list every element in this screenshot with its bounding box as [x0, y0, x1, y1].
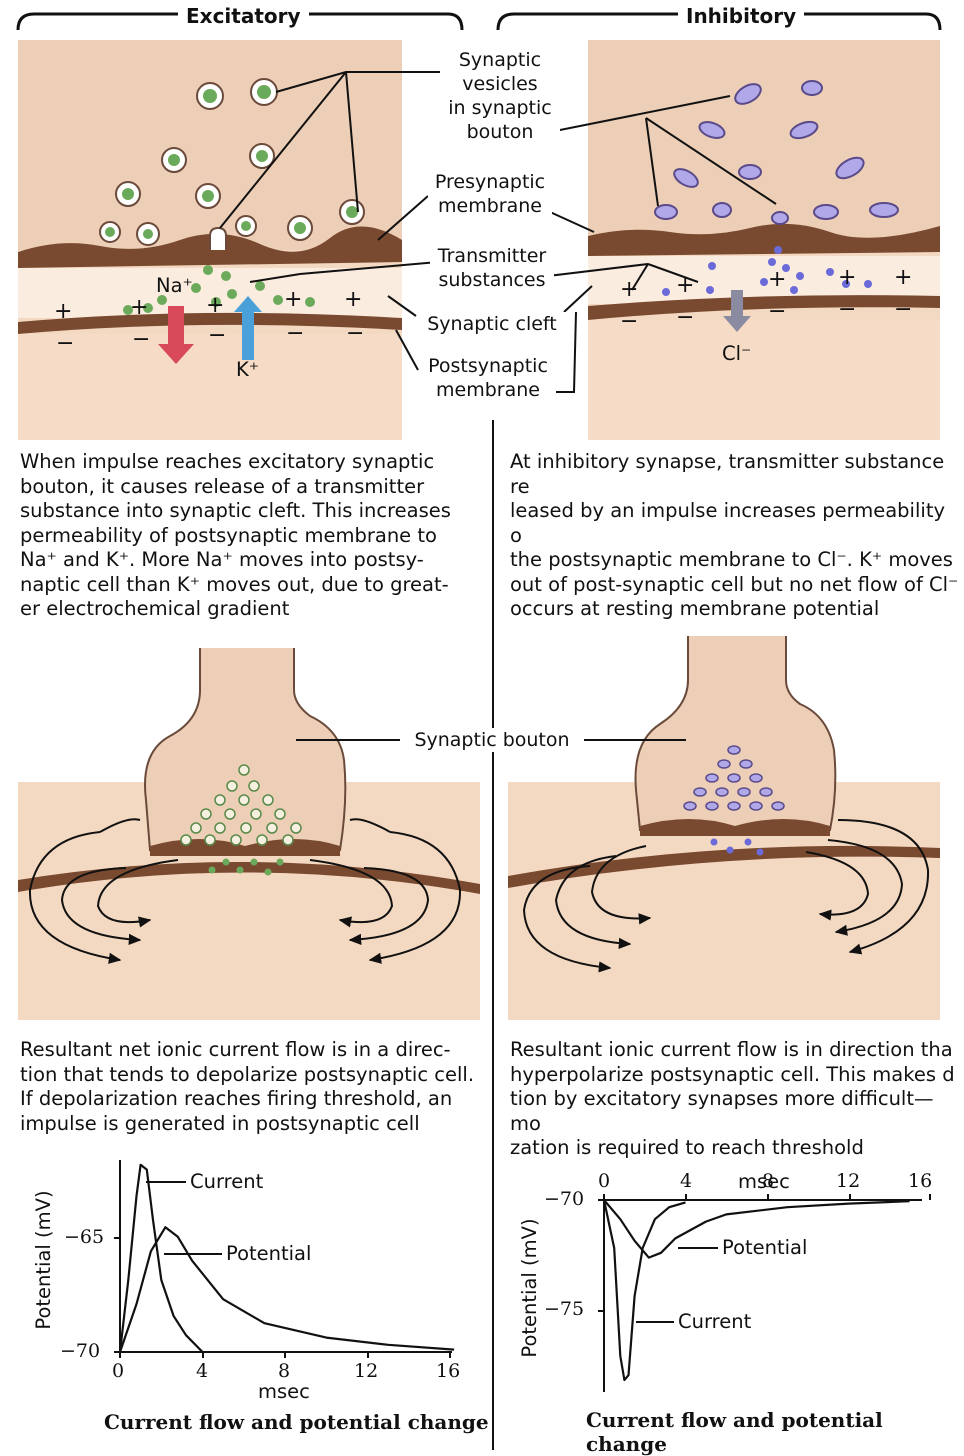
chart-a-ylabel: Potential (mV)	[32, 1170, 56, 1350]
svg-text:+: +	[768, 267, 786, 292]
chart-a-xtick: 16	[436, 1360, 460, 1382]
chart-b-title: Current flow and potential change	[586, 1408, 964, 1456]
chart-b-xtick: 12	[836, 1170, 860, 1192]
svg-text:−: −	[56, 331, 74, 356]
inhibitory-result-text: Resultant ionic current flow is in direc…	[510, 1038, 962, 1161]
svg-text:+: +	[54, 299, 72, 324]
chart-b-ylabel: Potential (mV)	[518, 1198, 542, 1378]
inhibitory-synapse-panel: +++++ −−−−−	[588, 40, 940, 440]
chart-series-inhibitory	[604, 1200, 910, 1380]
chart-a-ytick: −65	[64, 1226, 104, 1248]
chart-a-xlabel: msec	[258, 1380, 310, 1404]
svg-text:−: −	[208, 323, 226, 348]
svg-text:+: +	[344, 287, 362, 312]
svg-text:+: +	[838, 265, 856, 290]
chart-a-potential-label: Potential	[226, 1242, 311, 1266]
chart-b-current-label: Current	[678, 1310, 751, 1334]
postsynaptic-label: Postsynaptic membrane	[420, 354, 556, 402]
svg-text:−: −	[346, 321, 364, 346]
k-label: K⁺	[236, 358, 259, 382]
inhibitory-description: At inhibitory synapse, transmitter subst…	[510, 450, 962, 622]
svg-text:+: +	[206, 293, 224, 318]
chart-a-xtick: 4	[196, 1360, 208, 1382]
chart-b-xtick: 4	[680, 1170, 692, 1192]
chart-b-potential-label: Potential	[722, 1236, 807, 1260]
chart-a-xtick: 8	[278, 1360, 290, 1382]
excitatory-result-text: Resultant net ionic current flow is in a…	[20, 1038, 482, 1136]
transmitter-label: Transmitter substances	[430, 244, 554, 292]
svg-text:−: −	[286, 321, 304, 346]
svg-text:−: −	[894, 297, 912, 322]
cleft-label: Synaptic cleft	[418, 312, 566, 336]
chart-b-xtick: 8	[762, 1170, 774, 1192]
inhibitory-header: Inhibitory	[678, 4, 804, 28]
svg-text:−: −	[620, 309, 638, 334]
svg-text:+: +	[284, 287, 302, 312]
svg-text:−: −	[676, 305, 694, 330]
chart-a-title: Current flow and potential change	[104, 1410, 489, 1434]
bouton-label: Synaptic bouton	[400, 728, 584, 752]
svg-text:−: −	[838, 297, 856, 322]
svg-text:+: +	[894, 265, 912, 290]
svg-text:−: −	[768, 299, 786, 324]
chart-a-current-label: Current	[190, 1170, 263, 1194]
excitatory-synapse-panel: + + + + + − − − − −	[18, 40, 402, 440]
excitatory-current-panel	[18, 648, 480, 1020]
chart-a-xtick: 12	[354, 1360, 378, 1382]
chart-b-xtick: 16	[908, 1170, 932, 1192]
svg-text:+: +	[130, 295, 148, 320]
series-line-current	[604, 1200, 686, 1380]
excitatory-header: Excitatory	[178, 4, 309, 28]
svg-text:+: +	[620, 277, 638, 302]
vesicles-label: Synaptic vesicles in synaptic bouton	[440, 48, 560, 144]
svg-text:−: −	[132, 327, 150, 352]
chart-b-xtick: 0	[598, 1170, 610, 1192]
presynaptic-label: Presynaptic membrane	[428, 170, 552, 218]
excitatory-description: When impulse reaches excitatory synaptic…	[20, 450, 480, 622]
chart-a-xtick: 0	[112, 1360, 124, 1382]
inhibitory-current-panel	[508, 636, 940, 1020]
chart-b-ytick: −75	[544, 1298, 584, 1320]
cl-label: Cl⁻	[722, 342, 751, 366]
chart-a-ytick: −70	[60, 1340, 100, 1362]
na-label: Na⁺	[156, 274, 193, 298]
chart-b-ytick: −70	[544, 1188, 584, 1210]
